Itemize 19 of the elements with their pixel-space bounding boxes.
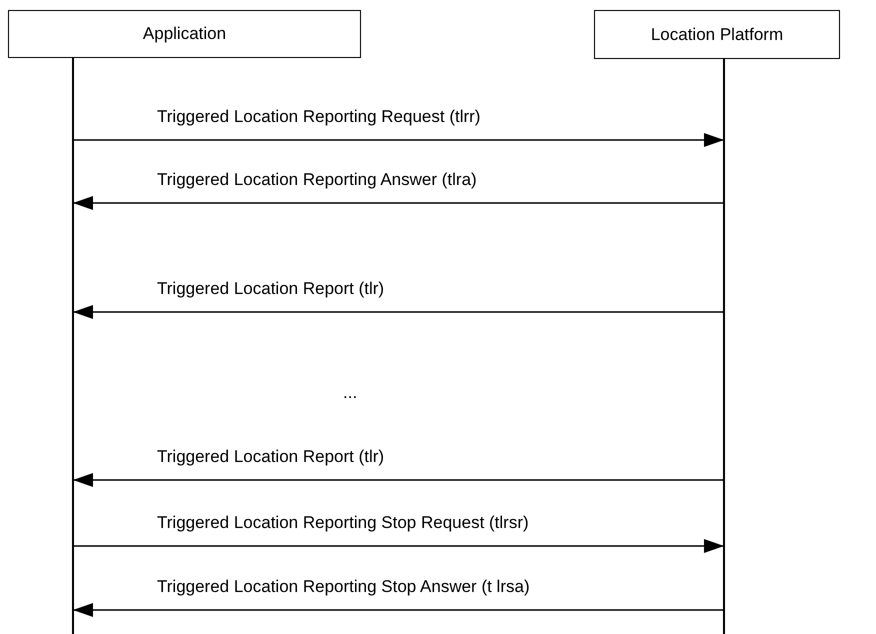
message-arrow — [74, 133, 724, 147]
ellipsis-text: ... — [343, 383, 358, 403]
message-label: Triggered Location Report (tlr) — [157, 279, 384, 299]
participant-box — [594, 10, 840, 59]
participant-name: Application — [142, 24, 226, 44]
message-arrow — [73, 305, 723, 319]
message-label: Triggered Location Report (tlr) — [157, 447, 384, 467]
message-arrow — [73, 473, 723, 487]
message-label: Triggered Location Reporting Stop Answer (t lrsa) — [157, 577, 530, 597]
message-arrow — [74, 539, 724, 553]
lifeline — [72, 58, 74, 634]
lifeline — [723, 59, 725, 634]
participant-name: Location Platform — [650, 24, 784, 44]
message-arrow — [73, 603, 723, 617]
message-label: Triggered Location Reporting Stop Request (tlrsr) — [157, 513, 529, 533]
message-arrow — [73, 196, 723, 210]
message-label: Triggered Location Reporting Answer (tlra) — [157, 170, 477, 190]
message-label: Triggered Location Reporting Request (tlrr) — [157, 107, 480, 127]
participant-box — [8, 10, 361, 58]
